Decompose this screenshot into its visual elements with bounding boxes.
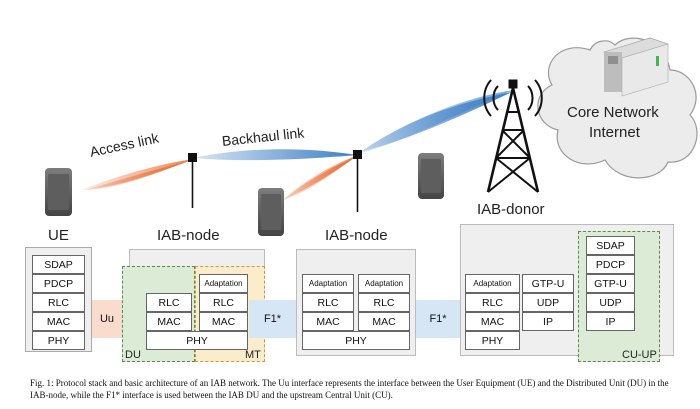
- ue-label: UE: [48, 227, 69, 244]
- protocol-layer: PDCP: [32, 274, 85, 293]
- protocol-layer: IP: [522, 312, 574, 331]
- protocol-layer: PHY: [32, 331, 85, 350]
- protocol-layer: SDAP: [586, 236, 635, 255]
- access-link-beam: [82, 159, 193, 190]
- mt-label: MT: [245, 349, 261, 361]
- cu-up-label: CU-UP: [622, 349, 657, 361]
- protocol-layer: MAC: [199, 312, 248, 331]
- protocol-layer: RLC: [32, 293, 85, 312]
- internet-label: Internet: [589, 124, 640, 141]
- protocol-layer: PHY: [146, 331, 248, 350]
- protocol-layer: SDAP: [32, 255, 85, 274]
- core-network-label: Core Network: [567, 104, 659, 121]
- protocol-layer: MAC: [358, 312, 410, 331]
- iab-node-antenna-icon: [353, 150, 362, 212]
- iab-node-label: IAB-node: [157, 227, 220, 244]
- protocol-layer: MAC: [146, 312, 192, 331]
- protocol-layer: UDP: [522, 293, 574, 312]
- protocol-layer: IP: [586, 312, 635, 331]
- iab-node-label: IAB-node: [325, 227, 388, 244]
- backhaul-link-beam-2: [358, 90, 514, 154]
- ue-phone-icon: [418, 153, 444, 199]
- protocol-layer: Adaptation: [199, 274, 248, 293]
- iab-node-antenna-icon: [188, 153, 197, 208]
- cell-tower-icon: [483, 79, 543, 193]
- protocol-layer: UDP: [586, 293, 635, 312]
- du-label: DU: [125, 349, 141, 361]
- uu-interface: Uu: [92, 300, 122, 338]
- protocol-layer: RLC: [302, 293, 354, 312]
- protocol-layer: RLC: [199, 293, 248, 312]
- f1-interface: F1*: [416, 300, 460, 338]
- protocol-layer: RLC: [358, 293, 410, 312]
- protocol-layer: Adaptation: [302, 274, 354, 293]
- protocol-layer: PHY: [302, 331, 410, 350]
- backhaul-link-beam: [193, 149, 357, 161]
- protocol-layer: MAC: [302, 312, 354, 331]
- protocol-layer: PDCP: [586, 255, 635, 274]
- protocol-layer: Adaptation: [465, 274, 520, 293]
- figure-caption: Fig. 1: Protocol stack and basic archite…: [30, 378, 669, 400]
- ue-phone-icon: [258, 188, 284, 236]
- protocol-layer: MAC: [465, 312, 520, 331]
- server-icon: [603, 37, 669, 97]
- protocol-layer: GTP-U: [522, 274, 574, 293]
- f1-interface: F1*: [249, 300, 296, 338]
- access-link-beam-2: [280, 155, 358, 202]
- ue-phone-icon: [45, 168, 72, 216]
- protocol-layer: MAC: [32, 312, 85, 331]
- iab-donor-label: IAB-donor: [477, 201, 545, 218]
- protocol-layer: GTP-U: [586, 274, 635, 293]
- protocol-layer: RLC: [465, 293, 520, 312]
- protocol-layer: Adaptation: [358, 274, 410, 293]
- protocol-layer: PHY: [465, 331, 520, 350]
- protocol-layer: RLC: [146, 293, 192, 312]
